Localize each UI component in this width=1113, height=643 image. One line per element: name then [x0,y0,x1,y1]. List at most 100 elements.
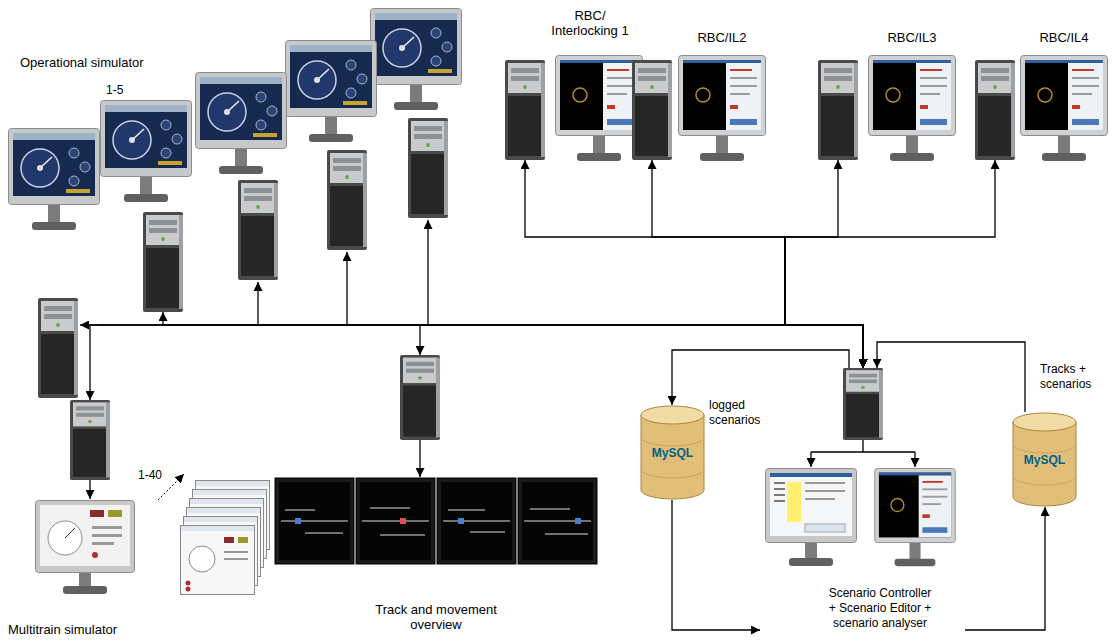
caption-label: RBC/IL3 [867,30,957,45]
network-link [672,500,760,630]
sub-label: 1-5 [106,83,136,98]
bus-arrow [346,252,347,325]
caption-label: RBC/ Interlocking 1 [542,8,638,38]
cylinder-band [641,469,704,478]
rbc-monitor [869,56,956,162]
screen-bezel [437,478,516,564]
network-link [420,325,863,368]
screen-area [522,482,593,560]
workstation: Track and movement overview [255,355,600,600]
pc-tower [818,60,858,160]
workstation-group: 1-40Multitrain simulator [5,400,330,643]
display-split [811,440,915,452]
caption-label: logged scenarios [709,398,775,428]
pc-tower [238,180,278,280]
track-line [285,510,315,511]
display-arrow [419,440,420,477]
caption-label: RBC/IL2 [677,30,767,45]
track-line [448,510,485,511]
screen-area [441,482,512,560]
cylinder-top [641,406,704,424]
track-line [305,533,343,534]
track-line [530,509,570,510]
database: logged scenariosMySQL [640,405,705,500]
display-arrow [914,452,915,467]
sub-label: MySQL [640,446,705,461]
train-mark [295,518,301,524]
multitrain-monitor [36,501,135,595]
train-mark [575,518,581,524]
track-line [362,521,429,522]
overview-screen [437,478,516,564]
workstation: RBC/ Interlocking 1 [500,8,648,160]
screen-bezel [275,478,354,564]
workstation: RBC/IL3 [815,8,960,160]
cab-monitor [101,101,192,203]
overview-screen [275,478,354,564]
caption-label: RBC/IL4 [1019,30,1109,45]
database: Tracks + scenariosMySQL [1012,412,1077,507]
train-mark [458,518,464,524]
cylinder-body [641,415,704,499]
cylinder-body [1013,422,1076,506]
connector-group [90,160,1045,630]
caption-label: Scenario Controller + Scenario Editor + … [824,586,936,631]
cab-monitor [9,129,100,231]
caption-label: Tracks + scenarios [1040,362,1106,392]
screen-bezel [356,478,435,564]
cylinder-band [641,437,704,446]
cylinder-band [1013,444,1076,453]
rbc-monitor [875,468,956,566]
bus-arrow [427,220,428,325]
pc-tower [38,298,78,398]
network-link [525,160,863,368]
pc-tower [400,355,440,440]
rbc-monitor [1021,56,1108,162]
cab-monitor [286,41,377,143]
track-line [545,534,588,535]
pc-tower [975,60,1015,160]
display-arrow [89,480,90,499]
screen-area [279,482,350,560]
network-link [877,342,1025,412]
simulator-window [181,526,255,595]
pc-tower [408,118,448,218]
workstation: RBC/IL2 [628,8,772,160]
network-link [785,160,995,368]
pc-tower [843,368,883,440]
caption-label: Track and movement overview [366,602,506,632]
network-link [163,312,863,368]
workstation-group: Operational simulator 1-5 [5,5,462,312]
caption-label: 1-40 [138,468,172,483]
workstation: RBC/IL4 [972,8,1110,160]
network-link [672,350,849,405]
rbc-monitor [679,56,766,162]
track-line [443,521,510,522]
bus-arrow [257,282,258,325]
train-mark [400,518,406,524]
screen-bezel [518,478,597,564]
rbc-monitor [556,56,643,162]
caption-label: Operational simulator [20,55,160,70]
pc-tower [70,400,110,480]
network-link [90,325,863,400]
network-link [652,160,863,368]
workstation: Scenario Controller + Scenario Editor + … [760,368,965,640]
pc-tower [632,60,672,160]
pc-tower [327,150,367,250]
pc-tower [143,212,183,312]
network-link [965,507,1045,630]
cab-monitor [196,73,287,175]
overview-screen [356,478,435,564]
editor-monitor [766,469,857,567]
screen-area [360,482,431,560]
track-line [380,535,425,536]
network-link [785,160,863,368]
overview-screen [518,478,597,564]
cylinder-band [1013,476,1076,485]
cylinder-top [1013,413,1076,431]
track-line [281,521,348,522]
